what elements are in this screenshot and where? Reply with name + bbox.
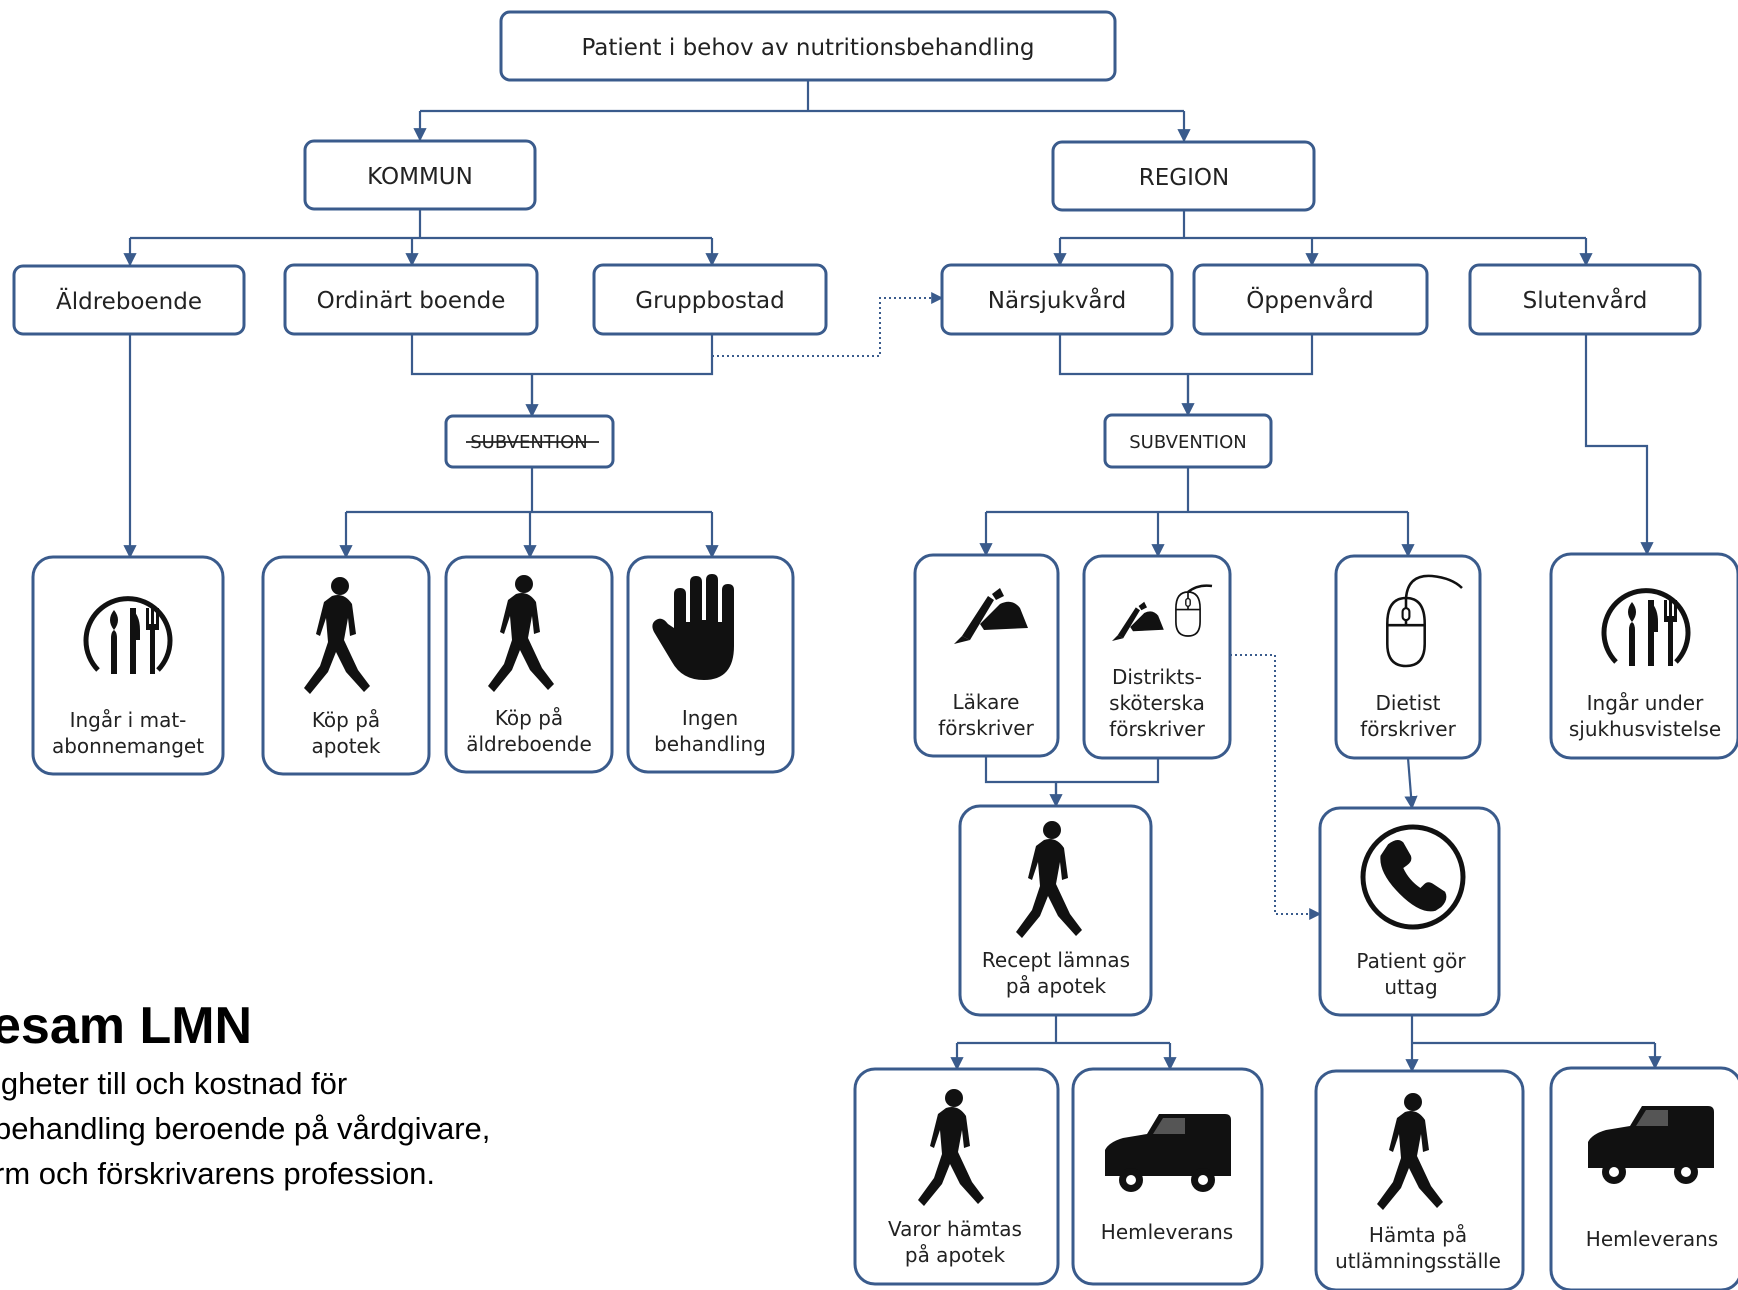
distriktsskoterska-line2: sköterska — [1109, 691, 1205, 715]
gruppbostad-label: Gruppbostad — [635, 288, 784, 314]
kop-apotek-line1: Köp på — [312, 708, 380, 732]
kommun-label: KOMMUN — [367, 164, 473, 190]
varor-hamtas-line2: på apotek — [905, 1243, 1006, 1267]
dietist-line1: Dietist — [1376, 691, 1441, 715]
oppenvard-label: Öppenvård — [1246, 286, 1373, 314]
root-node: Patient i behov av nutritionsbehandling — [499, 10, 1117, 82]
description-line-1: igheter till och kostnad för — [0, 1066, 348, 1101]
subvention-region-label: SUBVENTION — [1129, 432, 1246, 453]
hemleverans-2-label: Hemleverans — [1586, 1227, 1718, 1251]
ingar-mat-node: Ingår i mat- abonnemanget — [31, 555, 225, 776]
aldreboende-node: Äldreboende — [12, 264, 246, 336]
hamta-utlamning-line2: utlämningsställe — [1335, 1249, 1501, 1273]
slutenvard-node: Slutenvård — [1468, 263, 1702, 336]
ordinart-boende-node: Ordinärt boende — [283, 263, 539, 336]
lakare-node: Läkare förskriver — [913, 553, 1060, 758]
description-line-3: rm och förskrivarens profession. — [0, 1156, 436, 1191]
hamta-utlamning-line1: Hämta på — [1369, 1223, 1467, 1247]
computer-mouse-icon — [1386, 574, 1463, 668]
kop-apotek-line2: apotek — [312, 734, 381, 758]
ingar-sjukhus-line1: Ingår under — [1587, 691, 1704, 715]
varor-hamtas-line1: Varor hämtas — [888, 1217, 1022, 1241]
distriktsskoterska-line1: Distrikts- — [1112, 665, 1202, 689]
connectors — [123, 80, 1662, 1073]
patient-uttag-line1: Patient gör — [1356, 949, 1466, 973]
patient-uttag-line2: uttag — [1384, 975, 1437, 999]
hamta-utlamning-node: Hämta på utlämningsställe — [1314, 1069, 1525, 1290]
root-label: Patient i behov av nutritionsbehandling — [581, 35, 1034, 61]
region-label: REGION — [1139, 165, 1229, 191]
subvention-region-node: SUBVENTION — [1103, 413, 1273, 469]
lakare-line1: Läkare — [953, 690, 1020, 714]
narsjukvard-label: Närsjukvård — [988, 286, 1126, 314]
kop-aldreboende-line2: äldreboende — [466, 732, 592, 756]
kop-aldreboende-node: Köp på äldreboende — [444, 555, 614, 774]
recept-line2: på apotek — [1006, 974, 1107, 998]
distriktsskoterska-line3: förskriver — [1109, 717, 1205, 741]
ingen-behandling-line1: Ingen — [682, 706, 738, 730]
kop-aldreboende-line1: Köp på — [495, 706, 563, 730]
region-node: REGION — [1051, 140, 1316, 212]
slutenvard-label: Slutenvård — [1523, 286, 1648, 314]
ingen-behandling-line2: behandling — [654, 732, 766, 756]
recept-line1: Recept lämnas — [982, 948, 1130, 972]
patient-uttag-node: Patient gör uttag — [1318, 806, 1501, 1017]
section-heading: esam LMN — [0, 997, 253, 1055]
ingar-sjukhus-line2: sjukhusvistelse — [1569, 717, 1721, 741]
narsjukvard-node: Närsjukvård — [940, 263, 1174, 336]
hemleverans-1-node: Hemleverans — [1071, 1067, 1264, 1286]
lakare-line2: förskriver — [938, 716, 1034, 740]
kommun-node: KOMMUN — [303, 139, 537, 211]
dietist-line2: förskriver — [1360, 717, 1456, 741]
varor-hamtas-node: Varor hämtas på apotek — [853, 1067, 1060, 1286]
distriktsskoterska-node: Distrikts- sköterska förskriver — [1082, 554, 1232, 760]
dietist-node: Dietist förskriver — [1334, 554, 1482, 760]
hemleverans-2-node: Hemleverans — [1549, 1066, 1738, 1290]
oppenvard-node: Öppenvård — [1192, 263, 1429, 336]
aldreboende-label: Äldreboende — [56, 287, 202, 315]
ingen-behandling-node: Ingen behandling — [626, 555, 795, 774]
hemleverans-1-label: Hemleverans — [1101, 1220, 1233, 1244]
gruppbostad-node: Gruppbostad — [592, 263, 828, 336]
description-line-2: behandling beroende på vårdgivare, — [0, 1111, 491, 1146]
ingar-mat-line2: abonnemanget — [52, 734, 204, 758]
recept-node: Recept lämnas på apotek — [958, 804, 1153, 1017]
ordinart-boende-label: Ordinärt boende — [317, 288, 506, 314]
ingar-mat-line1: Ingår i mat- — [70, 708, 187, 732]
telephone-icon — [1360, 824, 1466, 930]
subvention-kommun-node: SUBVENTION — [444, 414, 615, 469]
writing-hand-mouse-icon — [1112, 584, 1213, 641]
ingar-sjukhus-node: Ingår under sjukhusvistelse — [1549, 552, 1738, 760]
kop-apotek-node: Köp på apotek — [261, 555, 431, 776]
stop-hand-icon — [652, 574, 734, 680]
